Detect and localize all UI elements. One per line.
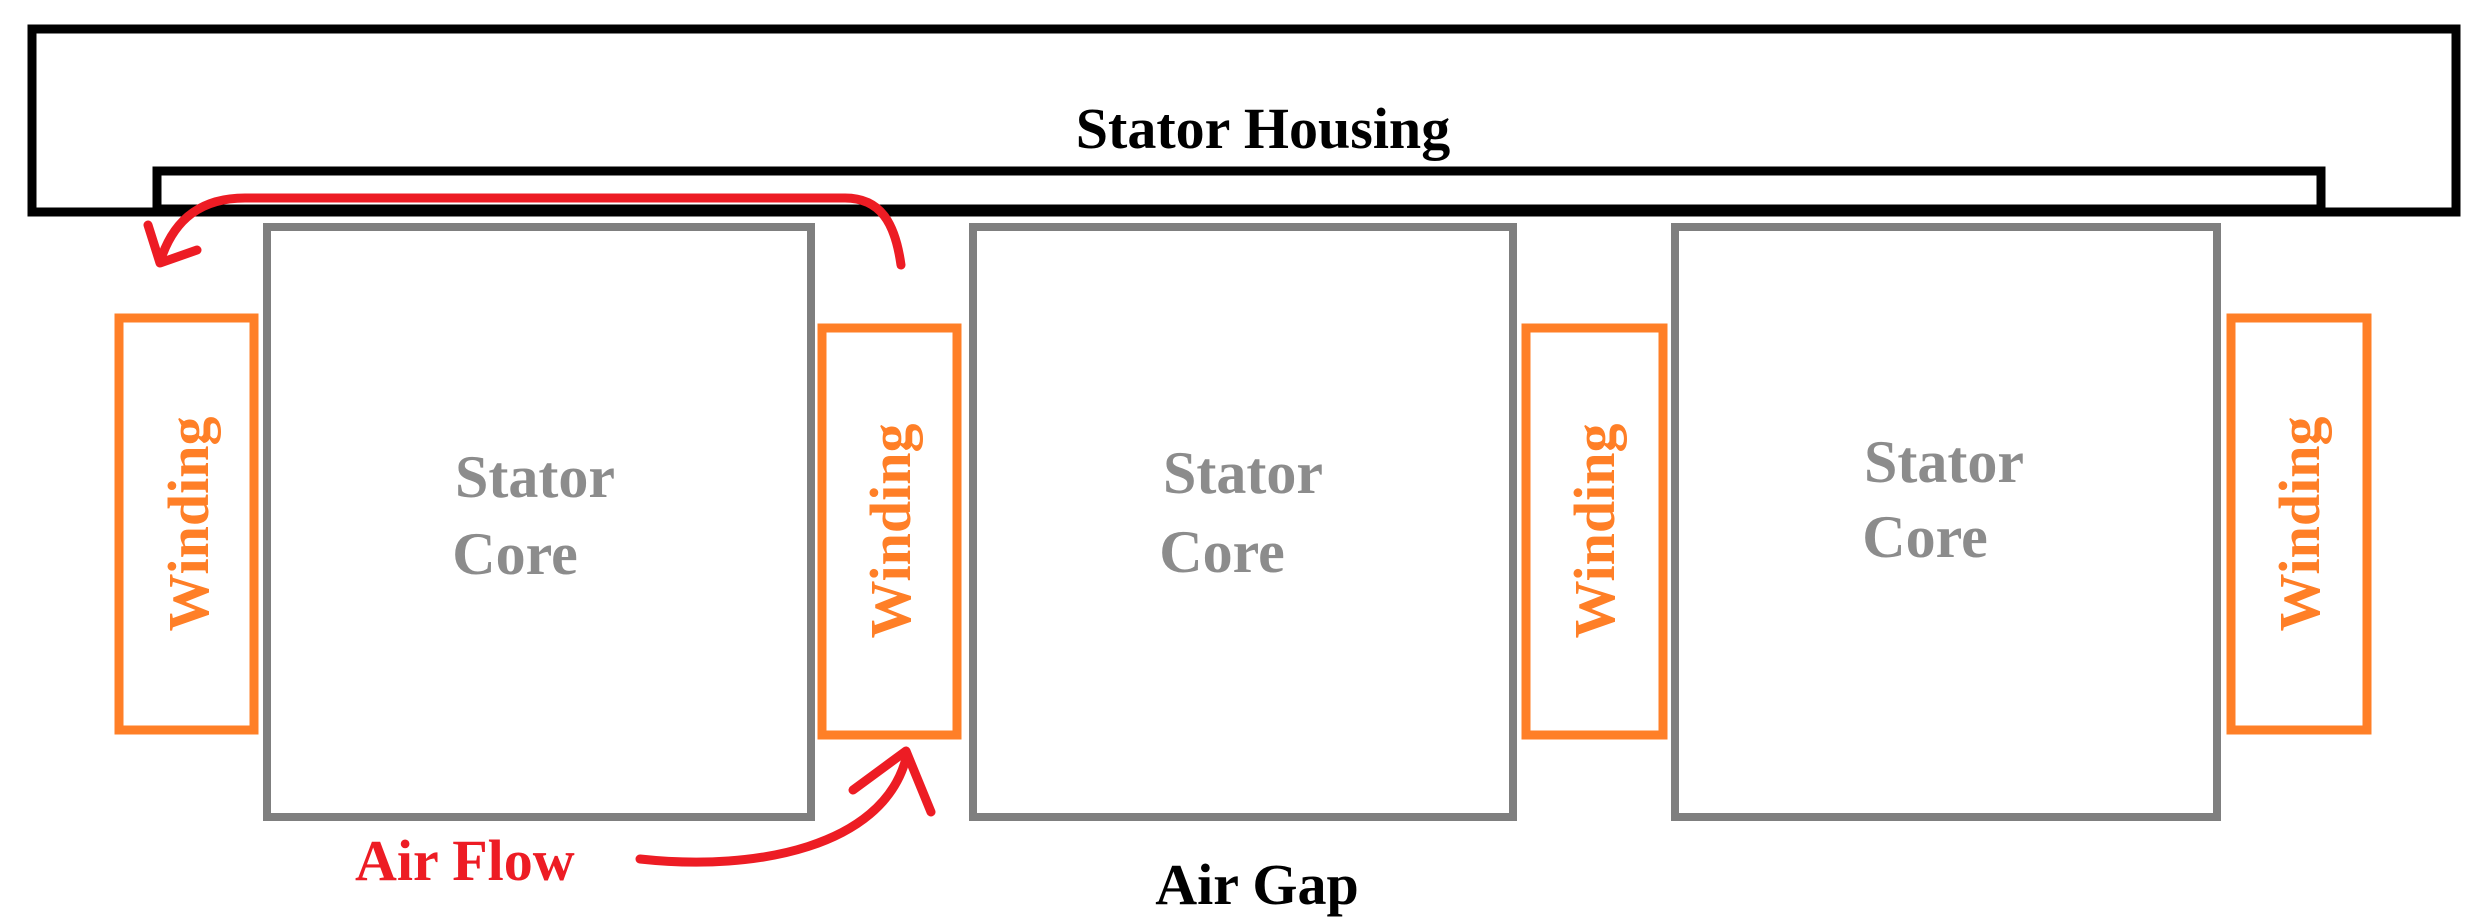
- winding-2-label: Winding: [858, 424, 923, 639]
- winding-3-label: Winding: [1562, 424, 1627, 639]
- air-flow-label: Air Flow: [355, 828, 575, 893]
- air-gap-label: Air Gap: [1155, 852, 1359, 917]
- stator-core-2-label-line1: Stator: [1163, 440, 1323, 506]
- stator-core-3-label-line2: Core: [1862, 504, 1988, 570]
- stator-core-3: Stator Core: [1671, 223, 2221, 821]
- winding-4-label: Winding: [2267, 417, 2332, 632]
- winding-1: Winding: [114, 313, 259, 735]
- stator-core-2: Stator Core: [969, 223, 1517, 821]
- stator-housing-label: Stator Housing: [1076, 96, 1450, 161]
- air-flow-arrowhead-top: [143, 220, 202, 268]
- winding-4: Winding: [2226, 313, 2372, 735]
- stator-core-2-label-line2: Core: [1159, 519, 1285, 585]
- air-flow-arrow-top: [157, 193, 906, 270]
- air-flow-arrowhead-bottom: [848, 746, 936, 817]
- stator-core-1-label-line2: Core: [452, 521, 578, 587]
- winding-1-label: Winding: [156, 417, 221, 632]
- stator-core-3-label-line1: Stator: [1864, 429, 2024, 495]
- winding-2: Winding: [817, 323, 962, 740]
- stator-housing-inner-lip: [152, 166, 2326, 214]
- air-flow-arrow-bottom: [635, 757, 910, 867]
- stator-core-1: Stator Core: [263, 223, 815, 821]
- winding-3: Winding: [1521, 323, 1668, 740]
- stator-core-1-label-line1: Stator: [455, 444, 615, 510]
